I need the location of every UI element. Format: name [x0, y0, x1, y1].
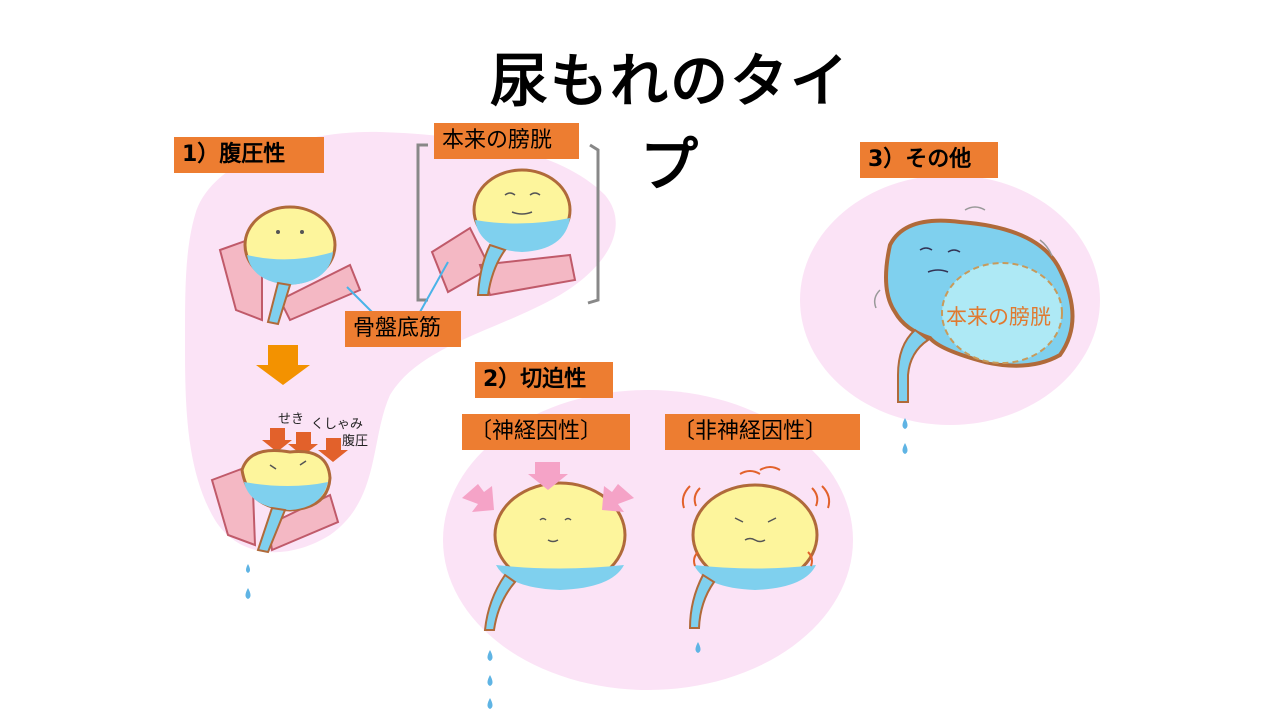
label-non-neurogenic: 〔非神経因性〕 [665, 414, 860, 450]
label-original-bladder-top: 本来の膀胱 [434, 123, 579, 159]
label-urge: 2）切迫性 [475, 362, 613, 398]
annotation-abdominal-pressure: 腹圧 [342, 430, 368, 449]
annotation-cough: せき [278, 408, 304, 427]
neurogenic-drops [488, 650, 493, 709]
stress-drops [246, 564, 251, 599]
label-pelvic-floor: 骨盤底筋 [345, 311, 461, 347]
label-neurogenic: 〔神経因性〕 [462, 414, 630, 450]
label-stress: 1）腹圧性 [174, 137, 324, 173]
overflow-drops [903, 418, 908, 454]
label-original-bladder-right: 本来の膀胱 [946, 301, 1051, 331]
page-title: 尿もれのタイプ [470, 34, 870, 202]
label-other: 3）その他 [860, 142, 998, 178]
